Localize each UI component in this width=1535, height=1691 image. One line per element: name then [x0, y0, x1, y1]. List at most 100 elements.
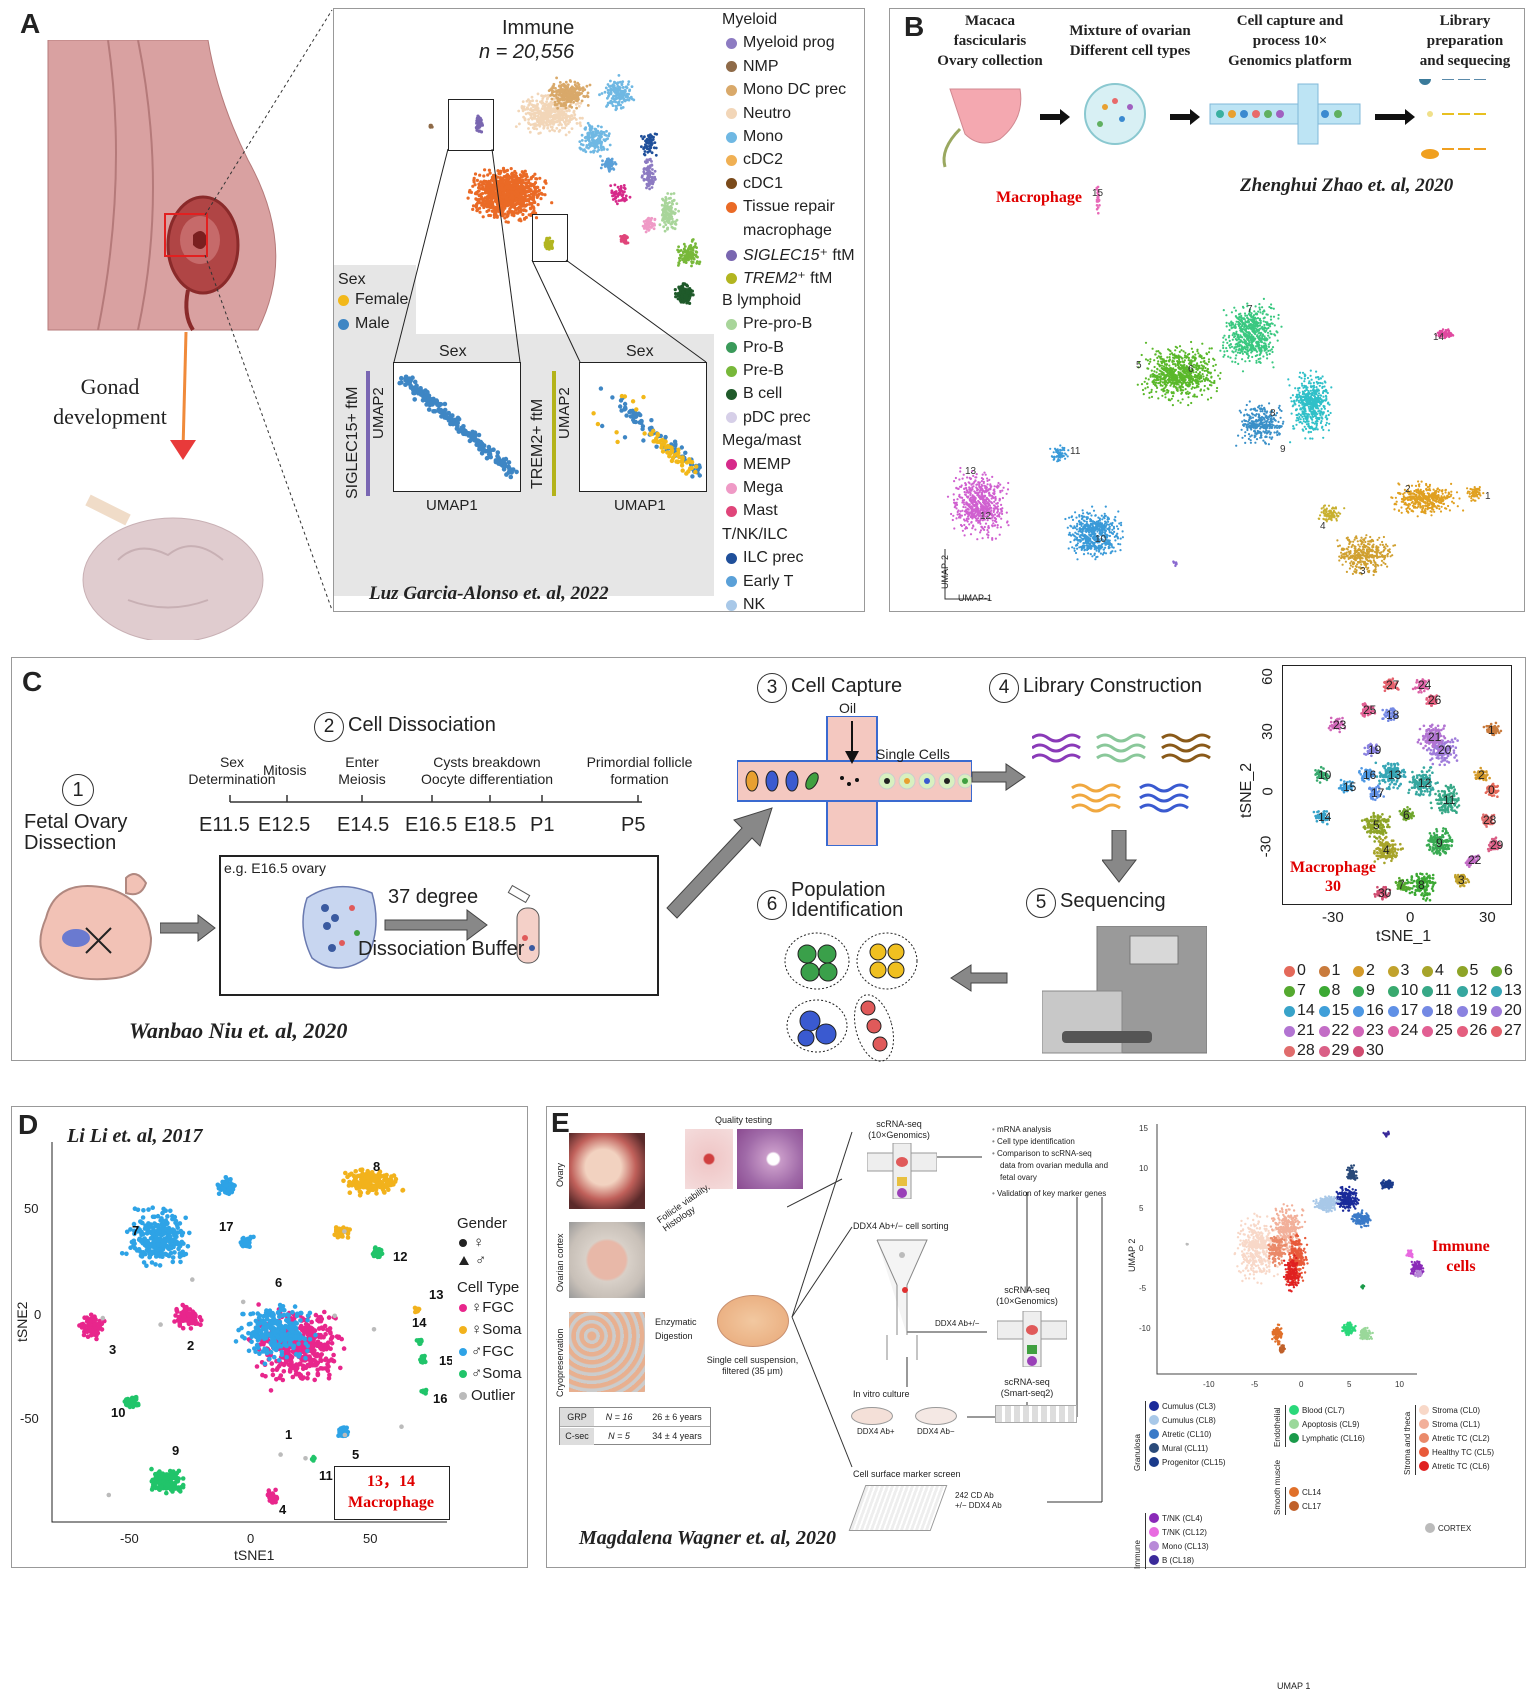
umap-point — [1309, 437, 1311, 439]
umap-point — [1145, 342, 1147, 344]
sex-point — [431, 409, 436, 414]
umap-point — [1199, 367, 1201, 369]
umap-point — [1234, 327, 1236, 329]
umap-point — [1303, 420, 1305, 422]
umap-point — [1253, 340, 1255, 342]
umap-point — [1330, 386, 1332, 388]
umap-point — [1149, 358, 1151, 360]
umap-point — [1307, 417, 1309, 419]
umap-point — [1262, 313, 1264, 315]
umap-point — [1252, 325, 1254, 327]
umap-point — [1318, 418, 1320, 420]
umap-point — [1216, 390, 1218, 392]
umap-point — [1256, 326, 1258, 328]
sex-point — [628, 409, 632, 413]
legend-swatch — [726, 61, 737, 72]
legend-swatch — [726, 576, 737, 587]
umap-point — [1246, 321, 1248, 323]
umap-point — [1195, 366, 1197, 368]
umap-point — [1169, 367, 1171, 369]
sex-point — [591, 411, 595, 415]
sex-point — [693, 470, 697, 474]
umap-point — [1313, 429, 1315, 431]
umap-point — [1315, 386, 1317, 388]
umap-point — [1238, 349, 1240, 351]
umap-point — [1318, 382, 1320, 384]
sex-point — [491, 447, 496, 452]
sub1-ylabel: UMAP2 — [370, 387, 387, 439]
umap-point — [1295, 396, 1297, 398]
umap-point — [1257, 341, 1259, 343]
umap-point — [1266, 339, 1268, 341]
umap-point — [1185, 393, 1187, 395]
umap-point — [1161, 378, 1163, 380]
umap-point — [1243, 351, 1245, 353]
umap-point — [1196, 349, 1198, 351]
umap-point — [1296, 394, 1298, 396]
umap-point — [1141, 383, 1143, 385]
umap-point — [1237, 352, 1239, 354]
umap-point — [1182, 375, 1184, 377]
umap-point — [1310, 402, 1312, 404]
umap-point — [1178, 358, 1180, 360]
umap-point — [1236, 321, 1238, 323]
umap-point — [1253, 328, 1255, 330]
sub1-xlabel: UMAP1 — [426, 497, 478, 514]
umap-point — [1263, 324, 1265, 326]
umap-point — [1199, 371, 1201, 373]
umap-point — [1254, 333, 1256, 335]
umap-point — [1258, 303, 1260, 305]
umap-point — [1168, 349, 1170, 351]
umap-point — [1272, 346, 1274, 348]
umap-point — [1157, 379, 1159, 381]
umap-point — [1237, 344, 1239, 346]
sex-point — [654, 445, 658, 449]
umap-point — [1321, 408, 1323, 410]
umap-point — [1298, 376, 1300, 378]
umap-point — [1270, 319, 1272, 321]
legend-item: Myeloid prog — [726, 34, 835, 52]
umap-point — [1169, 385, 1171, 387]
umap-point — [1255, 305, 1257, 307]
umap-point — [1229, 324, 1231, 326]
umap-point — [1257, 311, 1259, 313]
sex-point — [507, 460, 512, 465]
umap-point — [1154, 353, 1156, 355]
panel-a-citation: Luz Garcia-Alonso et. al, 2022 — [369, 583, 609, 605]
umap-point — [1246, 317, 1248, 319]
umap-point — [1219, 372, 1221, 374]
umap-point — [1141, 354, 1143, 356]
umap-point — [1273, 308, 1275, 310]
legend-item: NK — [726, 596, 765, 614]
umap-point — [1296, 417, 1298, 419]
umap-point — [1210, 372, 1212, 374]
umap-point — [1207, 387, 1209, 389]
sub2-xlabel: UMAP1 — [614, 497, 666, 514]
umap-point — [1160, 356, 1162, 358]
umap-point — [1274, 324, 1276, 326]
legend-item: Tissue repair — [726, 198, 835, 216]
umap-point — [1151, 389, 1153, 391]
umap-point — [1201, 394, 1203, 396]
sex-point — [507, 466, 512, 471]
umap-point — [1176, 347, 1178, 349]
umap-point — [1266, 357, 1268, 359]
umap-point — [1231, 361, 1233, 363]
umap-point — [1190, 402, 1192, 404]
legend-item: Pre-B — [726, 362, 784, 380]
umap-point — [1210, 376, 1212, 378]
umap-point — [1182, 386, 1184, 388]
umap-point — [1256, 351, 1258, 353]
umap-point — [1327, 392, 1329, 394]
sex-point — [660, 443, 664, 447]
umap-point — [1159, 365, 1161, 367]
umap-point — [1304, 426, 1306, 428]
umap-point — [1165, 384, 1167, 386]
umap-point — [1150, 391, 1152, 393]
umap-point — [1147, 368, 1149, 370]
umap-point — [1241, 358, 1243, 360]
umap-point — [1269, 353, 1271, 355]
legend-item: Neutro — [726, 105, 791, 123]
sex-point — [423, 388, 428, 393]
umap-point — [1167, 390, 1169, 392]
